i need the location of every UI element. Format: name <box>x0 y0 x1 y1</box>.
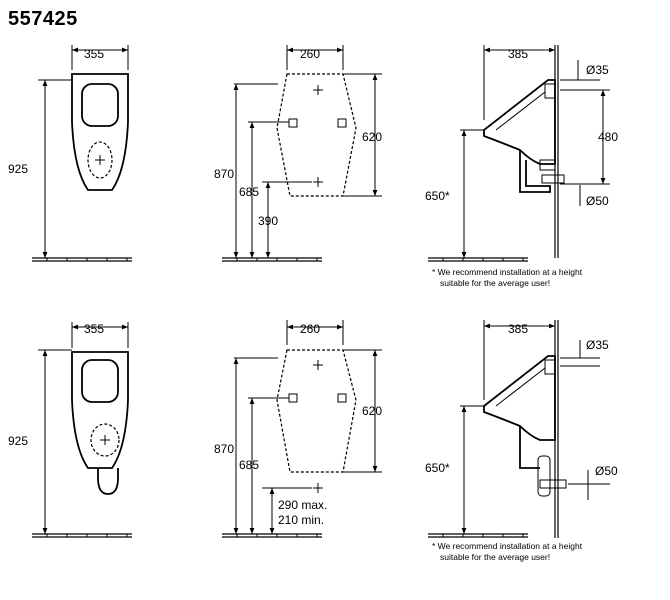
dim-d50-top: Ø50 <box>586 194 609 208</box>
template-view-bottom <box>221 320 382 538</box>
dim-390-top: 390 <box>258 214 278 228</box>
dim-870-top: 870 <box>214 167 234 181</box>
front-view-bottom <box>31 322 133 538</box>
dim-650-bottom: 650* <box>425 461 450 475</box>
dim-620-bottom: 620 <box>362 404 382 418</box>
dim-210-min: 210 min. <box>278 513 324 527</box>
dim-width-template-top: 260 <box>300 47 320 61</box>
dim-620-top: 620 <box>362 130 382 144</box>
dim-height-front-top: 925 <box>8 162 28 176</box>
dim-depth-side-bottom: 385 <box>508 322 528 336</box>
dim-480-top: 480 <box>598 130 618 144</box>
dim-d50-bottom: Ø50 <box>595 464 618 478</box>
note-line2-top: suitable for the average user! <box>440 278 550 288</box>
dim-d35-top: Ø35 <box>586 63 609 77</box>
dim-870-bottom: 870 <box>214 442 234 456</box>
note-line1-top: * We recommend installation at a height <box>432 267 583 277</box>
dim-685-top: 685 <box>239 185 259 199</box>
side-view-top <box>427 45 610 262</box>
dim-d35-bottom: Ø35 <box>586 338 609 352</box>
dim-650-top: 650* <box>425 189 450 203</box>
dim-height-front-bottom: 925 <box>8 434 28 448</box>
template-view-top <box>221 45 382 262</box>
dim-depth-side-top: 385 <box>508 47 528 61</box>
front-view-top <box>31 45 133 262</box>
product-number: 557425 <box>8 8 78 30</box>
dim-290-max: 290 max. <box>278 498 327 512</box>
side-view-bottom <box>427 320 610 538</box>
dim-width-front-bottom: 355 <box>84 322 104 336</box>
dim-width-template-bottom: 260 <box>300 322 320 336</box>
note-line1-bottom: * We recommend installation at a height <box>432 541 583 551</box>
dim-685-bottom: 685 <box>239 458 259 472</box>
dim-width-front-top: 355 <box>84 47 104 61</box>
note-line2-bottom: suitable for the average user! <box>440 552 550 562</box>
